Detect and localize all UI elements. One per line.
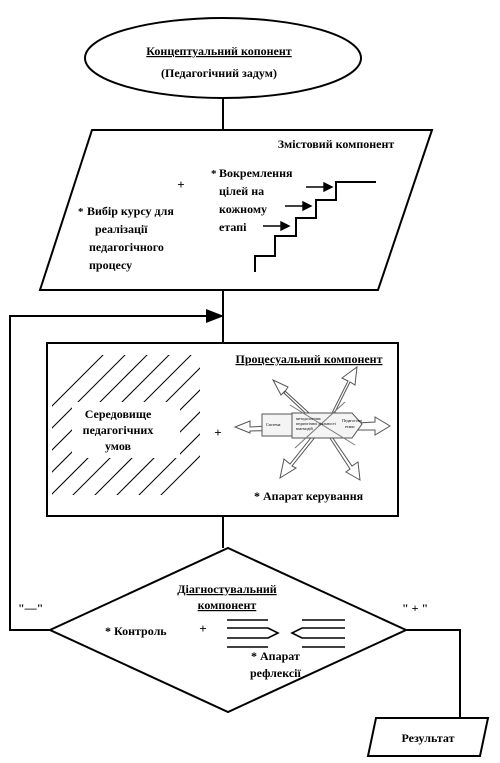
content-left-line-4: процесу [89, 258, 132, 272]
content-left-line-2: реалізації [95, 222, 148, 236]
management-star-icon [233, 365, 391, 481]
plus-branch-label: " + " [402, 601, 428, 615]
star-tiny-2: методологічна [296, 416, 321, 421]
star-tiny-4: взаємодій [296, 426, 314, 431]
procedural-component: Процесуальний компонент Середовище педаг… [46, 342, 399, 517]
content-left-line-3: педагогічного [89, 240, 164, 254]
conceptual-title: Концептуальний копонент [146, 44, 292, 58]
diagnostic-title-line-2: компонент [198, 598, 257, 612]
environment-line-2: педагогічних [83, 423, 154, 437]
conceptual-component: Концептуальний копонент (Педагогічний за… [84, 17, 362, 99]
content-right-line-2: цілей на [219, 184, 264, 198]
content-right-star: * [211, 168, 217, 180]
star-tiny-5: Педагогічні [342, 418, 363, 423]
result-label: Результат [401, 731, 454, 745]
diagnostic-title-line-1: Діагностувальний [177, 582, 277, 596]
result-box: Результат [366, 717, 490, 757]
star-tiny-6: етапи [345, 424, 355, 429]
content-right-line-4: етапі [219, 220, 247, 234]
feedback-arrowhead [206, 309, 224, 323]
minus-branch-label: "—" [18, 601, 43, 615]
content-plus: + [177, 177, 184, 192]
procedural-plus: + [214, 425, 221, 440]
content-left-star: * [78, 206, 84, 218]
content-left-line-1: Вибір курсу для [87, 204, 174, 218]
star-tiny-1: Система [266, 422, 281, 427]
environment-line-1: Середовище [85, 407, 152, 421]
content-right-line-3: кожному [219, 202, 267, 216]
connector-lines [9, 98, 461, 718]
control-label: * Контроль [105, 624, 167, 638]
reflection-brackets-icon [227, 619, 345, 648]
reflection-line-1: * Апарат [251, 649, 300, 663]
diagnostic-plus: + [199, 621, 206, 636]
staircase-icon [254, 181, 376, 272]
reflection-line-2: рефлексії [250, 666, 301, 680]
procedural-title: Процесуальний компонент [236, 352, 383, 366]
content-component: Змістовий компонент + * Вибір курсу для … [38, 129, 434, 291]
environment-line-3: умов [105, 439, 132, 453]
management-apparatus-label: * Апарат керування [254, 489, 364, 503]
diagnostic-component: Діагностувальний компонент * Контроль + … [47, 546, 409, 714]
conceptual-subtitle: (Педагогічний задум) [161, 66, 277, 80]
step-arrows-icon [263, 181, 334, 232]
content-title: Змістовий компонент [278, 137, 395, 151]
star-tiny-3: педагогічної діяльності [296, 421, 337, 426]
content-right-line-1: Вокремлення [219, 166, 293, 180]
